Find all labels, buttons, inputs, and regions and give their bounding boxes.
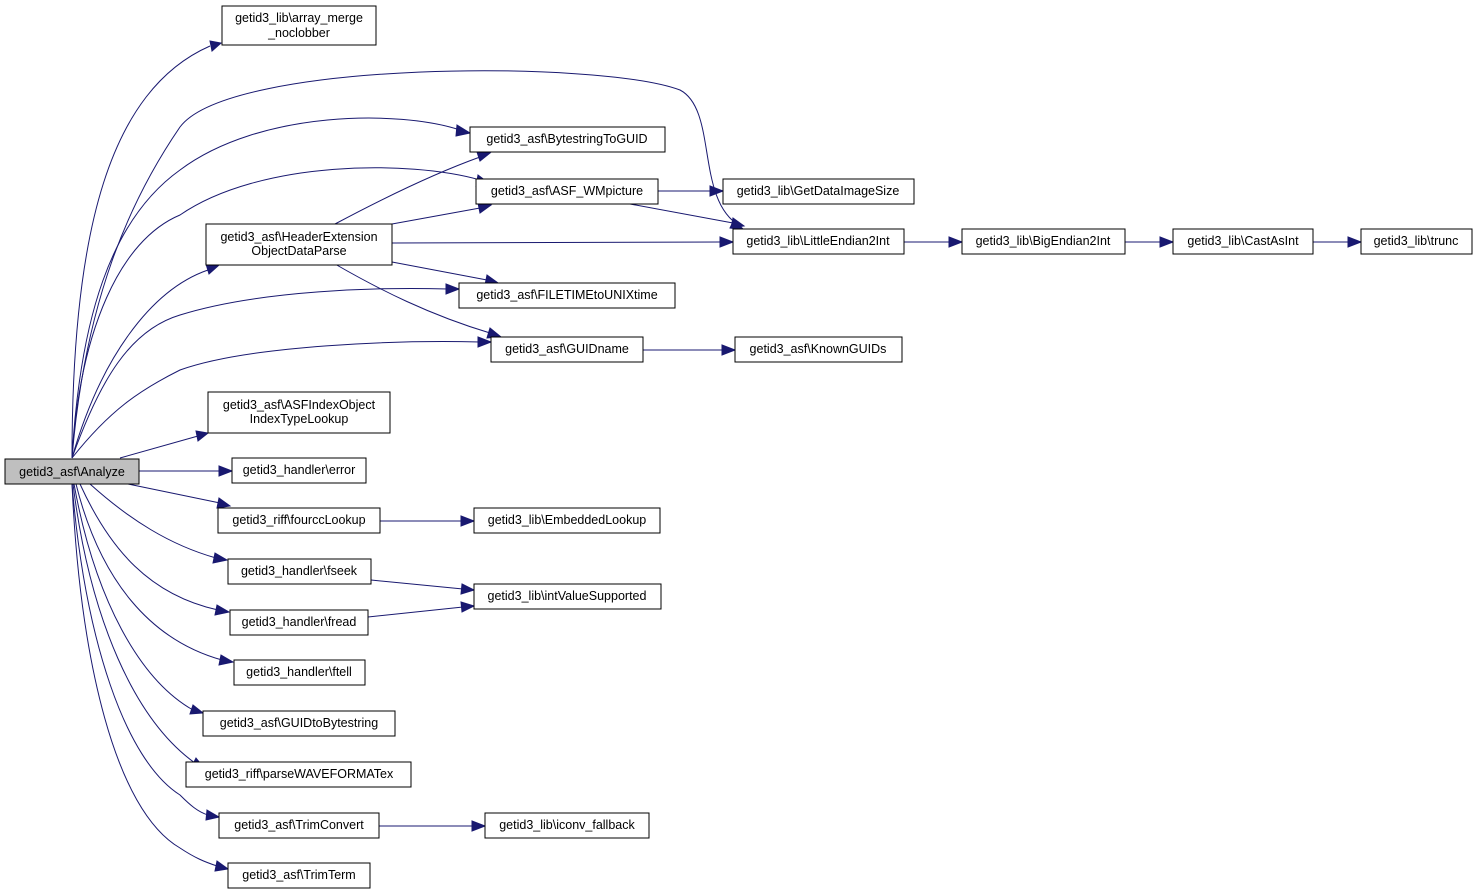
edge-fseek-intvaluesupported [370, 579, 476, 595]
node-label-line-2: _noclobber [267, 26, 330, 40]
node-asf-wmpicture[interactable]: getid3_asf\ASF_WMpicture [475, 178, 659, 205]
edge-analyze-asfindexobject [119, 430, 210, 459]
node-label: getid3_handler\fread [242, 615, 357, 629]
node-label-line-1: getid3_lib\array_merge [235, 11, 363, 25]
node-label: getid3_handler\fseek [241, 564, 358, 578]
node-handler-fseek[interactable]: getid3_handler\fseek [227, 558, 372, 585]
node-handler-error[interactable]: getid3_handler\error [231, 457, 367, 484]
node-label: getid3_handler\error [243, 463, 356, 477]
node-littleendian2int[interactable]: getid3_lib\LittleEndian2Int [732, 228, 905, 255]
edge-headerextension-filetimetounixtime [391, 261, 500, 286]
node-label: getid3_lib\BigEndian2Int [976, 234, 1111, 248]
edge-analyze-trimterm [71, 483, 230, 872]
node-trimconvert[interactable]: getid3_asf\TrimConvert [218, 812, 380, 839]
edge-asf-wmpicture-getdataimagesize [658, 185, 725, 197]
node-bigendian2int[interactable]: getid3_lib\BigEndian2Int [961, 228, 1126, 255]
node-label: getid3_asf\GUIDtoBytestring [220, 716, 378, 730]
node-label: getid3_asf\BytestringToGUID [486, 132, 647, 146]
edges [71, 40, 1363, 872]
edge-analyze-array-merge-noclobber [71, 40, 223, 459]
edge-analyze-headerextension [71, 263, 220, 459]
node-trimterm[interactable]: getid3_asf\TrimTerm [227, 862, 371, 889]
edge-guidname-knownguids [643, 344, 737, 356]
edge-fourcclookup-embeddedlookup [380, 515, 476, 527]
edge-headerextension-guidname [334, 263, 503, 339]
edge-analyze-trimconvert [71, 483, 221, 821]
node-handler-fread[interactable]: getid3_handler\fread [229, 609, 369, 636]
node-label: getid3_asf\Analyze [19, 465, 125, 479]
edge-headerextension-littleendian2int [391, 236, 735, 248]
edge-bigendian2int-castasint [1125, 236, 1175, 248]
node-label: getid3_asf\TrimTerm [242, 868, 355, 882]
node-label: getid3_asf\TrimConvert [234, 818, 364, 832]
edge-analyze-handler-fread [79, 483, 231, 616]
node-label: getid3_lib\LittleEndian2Int [746, 234, 890, 248]
node-fourcclookup[interactable]: getid3_riff\fourccLookup [217, 507, 381, 534]
node-label-line-2: ObjectDataParse [251, 244, 346, 258]
node-analyze[interactable]: getid3_asf\Analyze [4, 458, 140, 485]
node-label: getid3_lib\iconv_fallback [499, 818, 635, 832]
edge-littleendian2int-bigendian2int [904, 236, 964, 248]
node-label: getid3_asf\GUIDname [505, 342, 629, 356]
node-filetimetounixtime[interactable]: getid3_asf\FILETIMEtoUNIXtime [458, 282, 676, 309]
node-label-line-1: getid3_asf\ASFIndexObject [223, 398, 376, 412]
node-embeddedlookup[interactable]: getid3_lib\EmbeddedLookup [473, 507, 661, 534]
node-castasint[interactable]: getid3_lib\CastAsInt [1172, 228, 1314, 255]
node-label: getid3_lib\trunc [1374, 234, 1459, 248]
node-trunc[interactable]: getid3_lib\trunc [1360, 228, 1473, 255]
edge-analyze-handler-fseek [89, 483, 229, 564]
node-label: getid3_lib\CastAsInt [1187, 234, 1299, 248]
edge-analyze-handler-error [139, 465, 234, 477]
node-label: getid3_asf\ASF_WMpicture [491, 184, 643, 198]
nodes: getid3_asf\Analyze getid3_lib\array_merg… [4, 5, 1473, 889]
node-asfindexobject[interactable]: getid3_asf\ASFIndexObject IndexTypeLooku… [207, 391, 391, 434]
node-handler-ftell[interactable]: getid3_handler\ftell [233, 659, 366, 686]
edge-analyze-bytestringtoguid [71, 117, 472, 459]
edge-analyze-parsewaveformatex [72, 483, 206, 769]
edge-trimconvert-iconv-fallback [379, 820, 487, 832]
node-label: getid3_riff\parseWAVEFORMATex [205, 767, 394, 781]
node-label: getid3_lib\intValueSupported [488, 589, 647, 603]
node-getdataimagesize[interactable]: getid3_lib\GetDataImageSize [722, 178, 915, 205]
node-label: getid3_asf\FILETIMEtoUNIXtime [476, 288, 657, 302]
node-parsewaveformatex[interactable]: getid3_riff\parseWAVEFORMATex [185, 761, 412, 788]
node-label: getid3_riff\fourccLookup [232, 513, 365, 527]
node-bytestringtoguid[interactable]: getid3_asf\BytestringToGUID [469, 126, 666, 153]
edge-fread-intvaluesupported [367, 601, 476, 618]
node-iconv-fallback[interactable]: getid3_lib\iconv_fallback [484, 812, 650, 839]
node-label-line-2: IndexTypeLookup [250, 412, 349, 426]
node-label: getid3_lib\GetDataImageSize [737, 184, 900, 198]
node-label-line-1: getid3_asf\HeaderExtension [220, 230, 377, 244]
edge-asf-wmpicture-littleendian2int [629, 203, 746, 229]
node-array-merge-noclobber[interactable]: getid3_lib\array_merge _noclobber [221, 5, 377, 46]
node-intvaluesupported[interactable]: getid3_lib\intValueSupported [473, 583, 662, 610]
node-label: getid3_handler\ftell [246, 665, 352, 679]
node-knownguids[interactable]: getid3_asf\KnownGUIDs [734, 336, 903, 363]
edge-castasint-trunc [1313, 236, 1363, 248]
node-guidname[interactable]: getid3_asf\GUIDname [490, 336, 644, 363]
edge-analyze-guidtobytestring [73, 483, 205, 715]
edge-headerextension-bytestringtoguid [334, 151, 492, 225]
edge-analyze-handler-ftell [75, 483, 235, 666]
edge-analyze-fourcclookup [127, 483, 232, 509]
edge-analyze-guidname [71, 336, 493, 459]
edge-analyze-filetimetounixtime [71, 283, 461, 459]
node-label: getid3_asf\KnownGUIDs [750, 342, 887, 356]
node-label: getid3_lib\EmbeddedLookup [488, 513, 647, 527]
node-headerextension[interactable]: getid3_asf\HeaderExtension ObjectDataPar… [205, 223, 393, 266]
node-guidtobytestring[interactable]: getid3_asf\GUIDtoBytestring [202, 710, 396, 737]
edge-headerextension-asf-wmpicture [391, 202, 493, 225]
